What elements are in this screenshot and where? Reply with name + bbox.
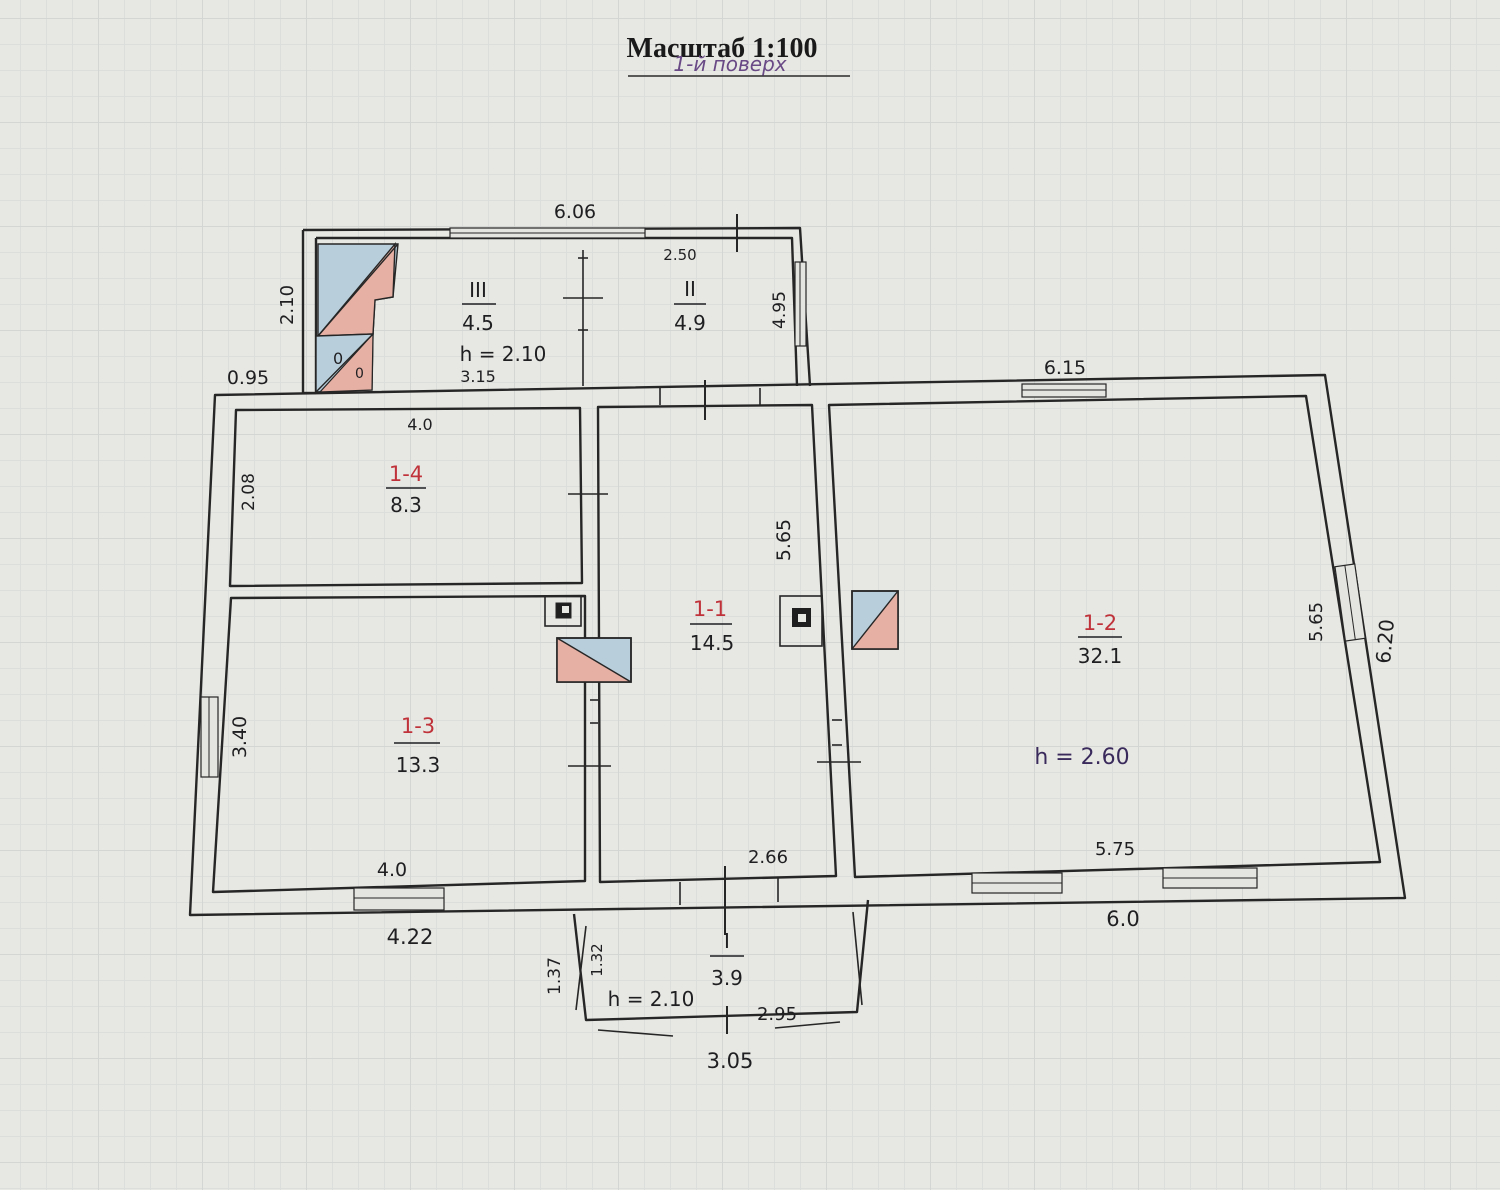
svg-text:32.1: 32.1 <box>1078 644 1123 668</box>
room-label-1-1: 1-1 14.5 <box>690 597 735 655</box>
svg-text:0: 0 <box>333 349 343 368</box>
dim-r13-side: 3.40 <box>229 716 251 758</box>
dim-porch-left-inner: 1.32 <box>588 943 606 976</box>
stove-icon <box>544 595 632 683</box>
room-label-II: II 4.9 <box>674 277 706 335</box>
dim-annex-right: 4.95 <box>770 291 790 329</box>
svg-text:III: III <box>469 278 487 302</box>
svg-text:14.5: 14.5 <box>690 631 735 655</box>
dim-annex-inner: 2.50 <box>663 246 696 264</box>
dim-outer-bottom-left: 4.22 <box>387 925 434 949</box>
dim-r12-bottom: 5.75 <box>1095 839 1135 860</box>
plan-title: Масштаб 1:100 <box>627 33 818 64</box>
svg-text:h = 2.60: h = 2.60 <box>1034 745 1129 770</box>
room-label-I: I 3.9 h = 2.10 <box>608 929 744 1011</box>
room-label-1-3: 1-3 13.3 <box>394 714 440 777</box>
dim-r11-bottom: 2.66 <box>748 847 788 868</box>
svg-text:3.9: 3.9 <box>711 966 743 990</box>
chimney-icon <box>779 595 823 647</box>
main-windows <box>200 383 1366 911</box>
dim-r11-side: 5.65 <box>773 519 795 561</box>
dim-right-outer: 6.20 <box>1371 618 1399 664</box>
dim-annex-bottom: 3.15 <box>460 367 496 386</box>
svg-text:1-1: 1-1 <box>693 597 727 621</box>
room-label-1-2: 1-2 32.1 h = 2.60 <box>1034 611 1129 770</box>
svg-text:0: 0 <box>355 366 364 382</box>
dim-annex-left: 2.10 <box>277 285 298 325</box>
svg-text:1-2: 1-2 <box>1083 611 1117 635</box>
svg-text:II: II <box>684 277 696 301</box>
dim-outer-bottom-right: 6.0 <box>1106 907 1139 931</box>
svg-text:1-4: 1-4 <box>389 462 423 486</box>
svg-text:4.5: 4.5 <box>462 311 494 335</box>
room-label-III: III 4.5 h = 2.10 <box>460 278 547 366</box>
main-walls <box>188 373 1407 935</box>
dim-r12-side: 5.65 <box>1306 602 1327 642</box>
room-label-1-4: 1-4 8.3 <box>386 462 426 517</box>
dim-main-top: 6.15 <box>1044 357 1086 379</box>
svg-text:h = 2.10: h = 2.10 <box>608 987 695 1011</box>
dim-porch-left-outer: 1.37 <box>545 957 565 995</box>
dim-r13-bottom: 4.0 <box>377 859 407 881</box>
svg-text:8.3: 8.3 <box>390 493 422 517</box>
svg-text:1-3: 1-3 <box>401 714 435 738</box>
dim-porch-bottom: 3.05 <box>707 1049 754 1073</box>
annex-openings <box>449 214 807 347</box>
svg-text:h = 2.10: h = 2.10 <box>460 342 547 366</box>
dim-r14-side: 2.08 <box>239 473 259 511</box>
dim-porch-inner-bottom: 2.95 <box>757 1004 797 1025</box>
svg-text:4.9: 4.9 <box>674 311 706 335</box>
porch-walls <box>572 899 870 1037</box>
dim-r14-top: 4.0 <box>407 415 432 434</box>
staircase-icon: 0 0 <box>315 241 399 393</box>
dim-top-annex: 6.06 <box>554 201 596 223</box>
dimension-labels: 6.06 2.50 2.10 4.95 3.15 0.95 6.15 4.0 2… <box>227 201 1399 1073</box>
dim-left-step: 0.95 <box>227 367 269 389</box>
heater-icon <box>851 590 899 650</box>
svg-text:I: I <box>724 929 730 953</box>
svg-text:13.3: 13.3 <box>396 753 441 777</box>
plan-subtitle: 1-й поверх <box>673 52 786 76</box>
